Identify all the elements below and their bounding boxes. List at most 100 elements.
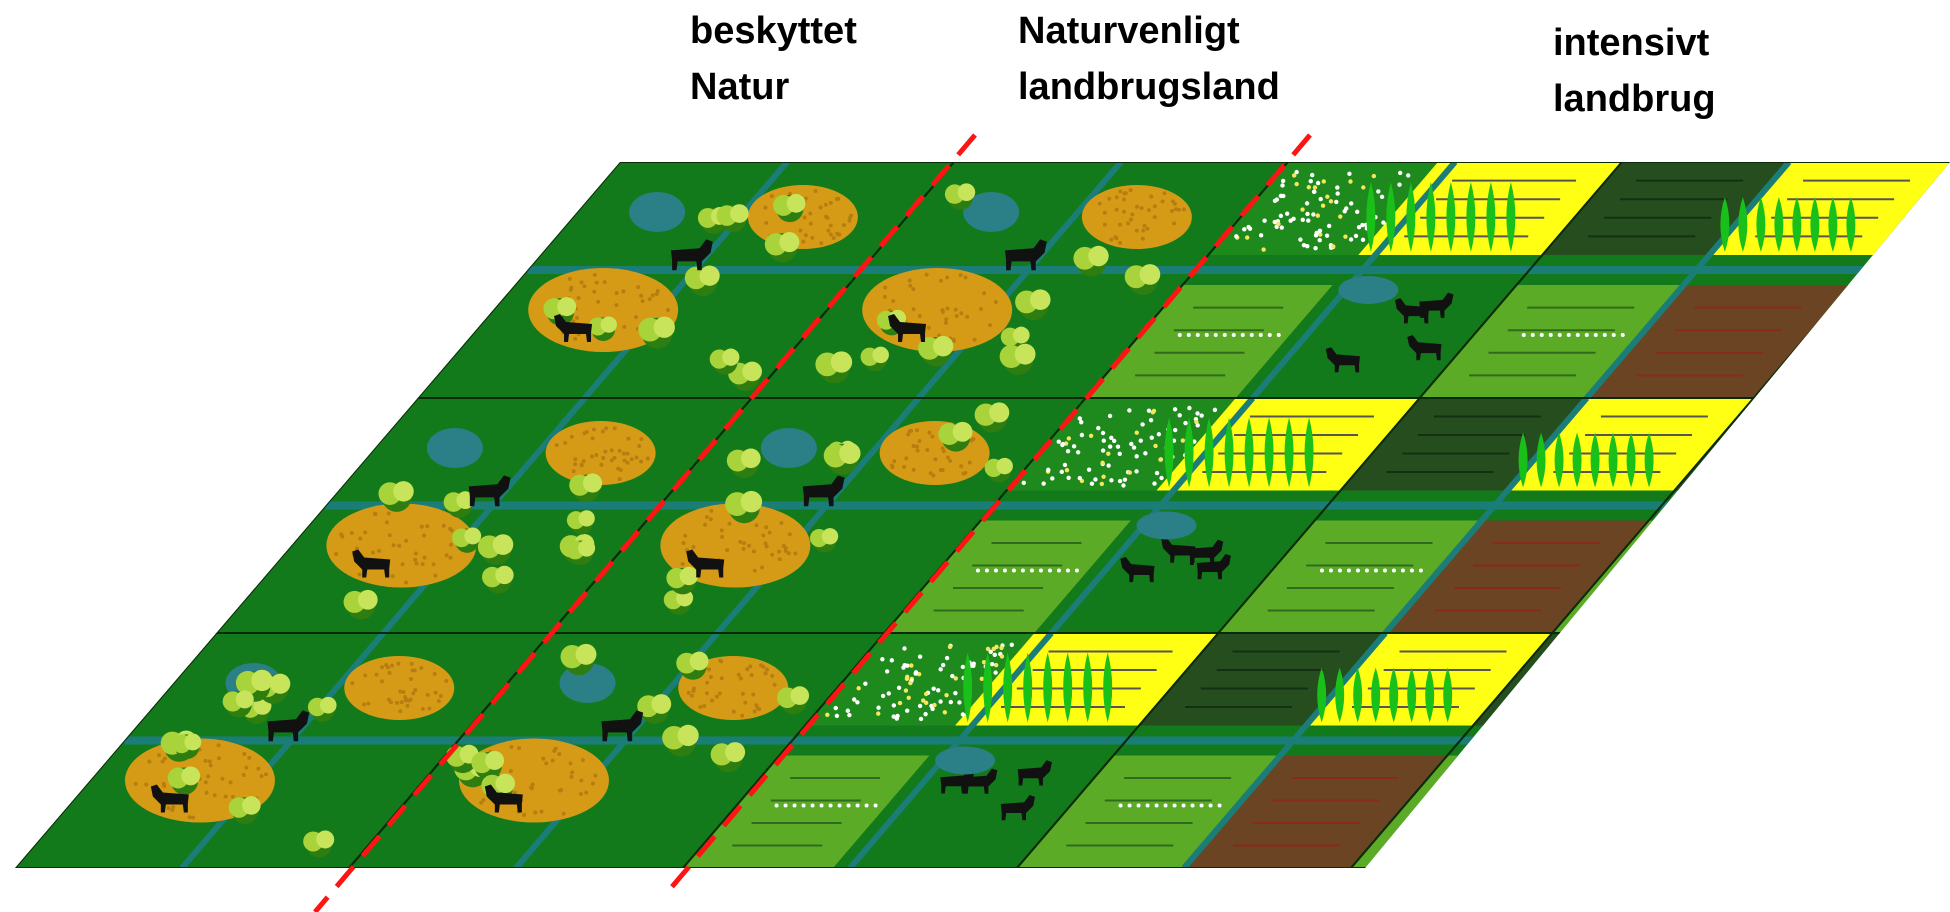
- flower-icon: [1131, 445, 1137, 450]
- flower-icon: [1194, 419, 1199, 425]
- flower-icon: [1065, 449, 1071, 454]
- flower-icon: [905, 674, 910, 679]
- tree-icon: [776, 686, 810, 715]
- flower-icon: [1100, 460, 1105, 466]
- flower-icon: [1140, 422, 1145, 427]
- flower-icon: [1143, 451, 1148, 456]
- flower-icon: [1306, 185, 1312, 190]
- zone-label-intensive-farmland: intensivt landbrug: [1553, 22, 1716, 120]
- animal-icon: [1419, 292, 1454, 318]
- flower-icon: [950, 673, 955, 679]
- poplar-icon: [963, 652, 973, 723]
- flower-icon: [1077, 475, 1082, 481]
- flower-meadow: [1006, 398, 1236, 491]
- poplar-icon: [1043, 652, 1053, 723]
- flower-icon: [999, 645, 1004, 651]
- tree-icon: [560, 643, 597, 676]
- divider-protected-friendly: [313, 133, 977, 912]
- flower-icon: [880, 657, 885, 662]
- flower-icon: [1086, 467, 1092, 472]
- stream: [916, 162, 1124, 400]
- flower-icon: [902, 662, 907, 668]
- flower-icon: [855, 700, 860, 705]
- flower-icon: [960, 712, 966, 717]
- flower-icon: [847, 712, 852, 718]
- flower-icon: [1246, 224, 1251, 230]
- landscape-tile: [1884, 397, 1950, 634]
- flower-icon: [1212, 407, 1218, 413]
- animal-icon: [1120, 556, 1155, 583]
- tree-icon: [588, 316, 617, 341]
- poplar-icon: [1335, 667, 1345, 723]
- flower-icon: [1041, 481, 1046, 486]
- tree-icon: [823, 442, 861, 475]
- animal-icon: [670, 239, 713, 271]
- tree-icon: [565, 539, 596, 566]
- plowed-field: [1920, 285, 1950, 398]
- poplar-icon: [1590, 432, 1600, 488]
- flower-icon: [1148, 417, 1154, 423]
- flower-icon: [1195, 411, 1200, 416]
- poplar-icon: [1063, 652, 1073, 723]
- flower-icon: [1304, 201, 1310, 206]
- flower-icon: [1127, 470, 1132, 475]
- flower-icon: [1134, 430, 1139, 435]
- poplar-icon: [1572, 432, 1582, 488]
- zone-label-protected-nature: beskyttet Natur: [690, 10, 857, 108]
- crop-field: [683, 755, 930, 868]
- landscape-tile: [680, 631, 1221, 868]
- animal-icon: [1189, 539, 1224, 566]
- flower-icon: [923, 691, 929, 697]
- landscape-tile: [1014, 631, 1555, 868]
- flower-icon: [1156, 432, 1162, 437]
- flower-icon: [876, 705, 881, 710]
- flower-icon: [1314, 230, 1319, 236]
- flower-icon: [1071, 444, 1077, 449]
- flower-icon: [1153, 443, 1158, 449]
- tree-icon: [716, 204, 749, 233]
- flower-icon: [1117, 478, 1123, 484]
- landscape-tile: [1417, 162, 1950, 400]
- plowed-field: [1518, 755, 1782, 868]
- flower-icon: [921, 698, 926, 703]
- flower-icon: [985, 646, 991, 652]
- poplar-icon: [1407, 667, 1417, 723]
- poplar-icon: [1304, 417, 1314, 488]
- flower-icon: [1356, 225, 1362, 230]
- poplar-icon: [1103, 652, 1113, 723]
- tree-icon: [764, 232, 800, 263]
- poplar-icon: [1756, 197, 1766, 252]
- flower-icon: [906, 695, 911, 701]
- flower-icon: [989, 662, 995, 667]
- flower-icon: [1349, 201, 1354, 206]
- meadow-patch: [1081, 185, 1192, 249]
- flower-icon: [953, 676, 958, 681]
- tree-icon: [726, 448, 761, 479]
- flower-icon: [960, 664, 966, 670]
- flower-icon: [1294, 169, 1299, 175]
- flower-icon: [1310, 172, 1315, 178]
- crop-field: [1886, 520, 1950, 633]
- flower-icon: [1115, 444, 1121, 449]
- flower-icon: [1405, 173, 1411, 178]
- poplar-icon: [1486, 182, 1496, 252]
- tree-icon: [773, 193, 806, 223]
- crop-field: [1685, 755, 1949, 868]
- flower-icon: [1347, 171, 1352, 176]
- flower-icon: [902, 646, 907, 651]
- plowed-field: [1184, 755, 1448, 868]
- animal-icon: [267, 710, 310, 742]
- zone-label-nature-friendly-farmland: Naturvenligt landbrugsland: [1018, 10, 1280, 108]
- flower-icon: [1146, 408, 1152, 413]
- flower-icon: [896, 685, 902, 691]
- flower-icon: [1328, 199, 1334, 204]
- poplar-icon: [1083, 652, 1093, 723]
- flower-icon: [1338, 214, 1343, 219]
- flower-icon: [1318, 196, 1323, 202]
- flower-icon: [1129, 441, 1134, 447]
- tree-icon: [307, 696, 337, 722]
- poplar-icon: [1506, 182, 1516, 252]
- poplar-icon: [1536, 432, 1546, 488]
- lake: [760, 428, 817, 468]
